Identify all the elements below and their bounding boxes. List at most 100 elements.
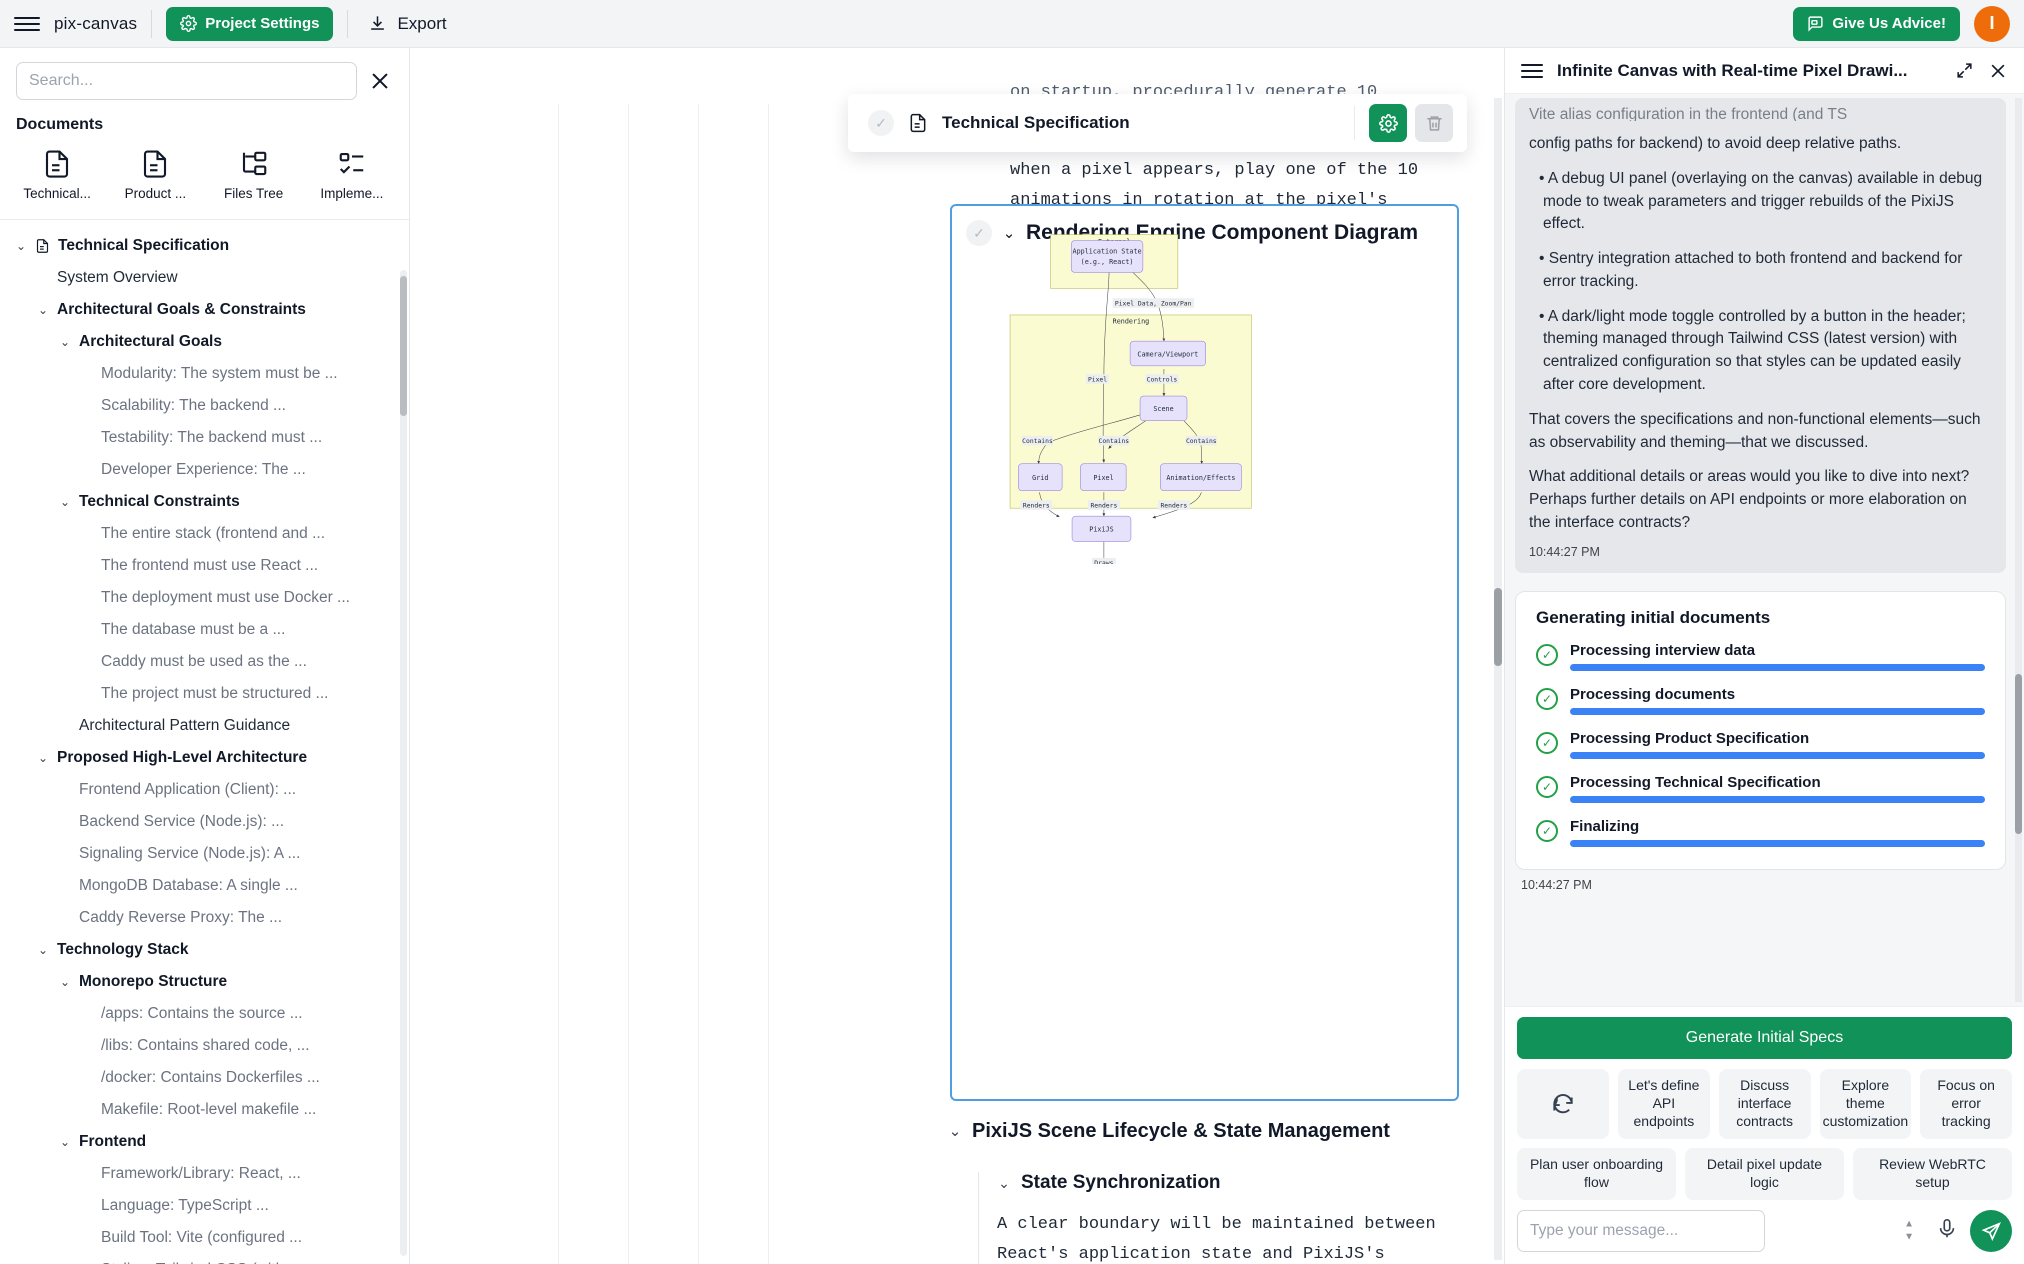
chat-scrollbar-track[interactable]	[2015, 98, 2022, 1003]
tree-item-label: Testability: The backend must ...	[101, 429, 323, 446]
generate-initial-specs-button[interactable]: Generate Initial Specs	[1517, 1017, 2012, 1060]
suggestion-chip[interactable]: Plan user onboarding flow	[1517, 1148, 1676, 1200]
section-heading-row[interactable]: ⌄ State Synchronization	[997, 1172, 1459, 1194]
tree-item[interactable]: Language: TypeScript ...	[0, 1190, 409, 1222]
diagram-block[interactable]: ✓ ⌄ Rendering Engine Component Diagram E…	[950, 204, 1459, 1101]
doc-tile-product[interactable]: Product ...	[106, 142, 204, 207]
document-scrollbar-thumb[interactable]	[1494, 588, 1502, 666]
tree-item[interactable]: ⌄Proposed High-Level Architecture	[0, 742, 409, 774]
chevron-down-icon[interactable]: ⌄	[1002, 224, 1016, 242]
tree-item[interactable]: Testability: The backend must ...	[0, 422, 409, 454]
tree-item[interactable]: Developer Experience: The ...	[0, 454, 409, 486]
chevron-down-icon[interactable]: ⌄	[37, 303, 49, 317]
avatar[interactable]: I	[1974, 5, 2010, 42]
project-settings-label: Project Settings	[205, 15, 320, 32]
document-icon	[910, 113, 926, 133]
tree-item[interactable]: ⌄Frontend	[0, 1126, 409, 1158]
sidebar-scrollbar-track[interactable]	[400, 270, 407, 1256]
microphone-icon[interactable]	[1936, 1218, 1958, 1245]
suggestion-chip[interactable]: Discuss interface contracts	[1718, 1069, 1811, 1140]
chat-footer: Generate Initial Specs Let's define API …	[1505, 1006, 2024, 1264]
tree-item[interactable]: ⌄Technical Specification	[0, 230, 409, 262]
tree-item-label: Makefile: Root-level makefile ...	[101, 1101, 317, 1118]
refresh-suggestions-button[interactable]	[1517, 1069, 1609, 1140]
tree-item[interactable]: System Overview	[0, 262, 409, 294]
document-title: Technical Specification	[942, 113, 1130, 132]
tree-item[interactable]: The entire stack (frontend and ...	[0, 518, 409, 550]
section-heading-row[interactable]: ⌄ PixiJS Scene Lifecycle & State Managem…	[948, 1120, 1459, 1143]
chevron-down-icon[interactable]: ⌄	[998, 1175, 1010, 1191]
check-icon[interactable]: ✓	[966, 220, 992, 246]
tree-item[interactable]: Build Tool: Vite (configured ...	[0, 1222, 409, 1254]
tree-item[interactable]: Styling: Tailwind CSS (with	[0, 1254, 409, 1264]
tree-item[interactable]: /apps: Contains the source ...	[0, 998, 409, 1030]
tree-item[interactable]: /libs: Contains shared code, ...	[0, 1030, 409, 1062]
tree-item[interactable]: The project must be structured ...	[0, 678, 409, 710]
give-us-advice-button[interactable]: Give Us Advice!	[1793, 6, 1960, 41]
tree-item[interactable]: Signaling Service (Node.js): A ...	[0, 838, 409, 870]
suggestion-chip[interactable]: Detail pixel update logic	[1685, 1148, 1844, 1200]
menu-icon[interactable]	[14, 11, 40, 37]
chat-input[interactable]	[1517, 1210, 1765, 1252]
tree-item[interactable]: MongoDB Database: A single ...	[0, 870, 409, 902]
chevron-down-icon[interactable]: ⌄	[948, 1123, 962, 1140]
export-button[interactable]: Export	[362, 7, 452, 41]
resize-stepper-icon[interactable]: ▲▼	[1904, 1218, 1914, 1243]
suggestion-chip[interactable]: Let's define API endpoints	[1618, 1069, 1710, 1140]
chevron-down-icon[interactable]: ⌄	[37, 943, 49, 957]
expand-icon[interactable]	[1955, 61, 1974, 80]
toolbar-divider	[151, 9, 153, 38]
document-delete-button[interactable]	[1415, 104, 1453, 142]
tree-item[interactable]: ⌄Technology Stack	[0, 934, 409, 966]
tree-item[interactable]: Scalability: The backend ...	[0, 390, 409, 422]
tree-item[interactable]: ⌄Monorepo Structure	[0, 966, 409, 998]
doc-tile-technical[interactable]: Technical...	[8, 142, 106, 207]
doc-tile-implementation[interactable]: Impleme...	[303, 142, 401, 207]
chat-menu-icon[interactable]	[1521, 58, 1543, 84]
tree-item-label: Modularity: The system must be ...	[101, 365, 338, 382]
document-scrollbar-track[interactable]	[1494, 98, 1502, 1260]
tree-item[interactable]: /docker: Contains Dockerfiles ...	[0, 1062, 409, 1094]
close-icon[interactable]	[1988, 61, 2008, 81]
chat-messages[interactable]: Vite alias configuration in the frontend…	[1505, 94, 2024, 1007]
close-icon[interactable]	[367, 68, 393, 94]
tree-item[interactable]: Frontend Application (Client): ...	[0, 774, 409, 806]
tree-item[interactable]: ⌄Architectural Goals & Constraints	[0, 294, 409, 326]
tree-item[interactable]: Makefile: Root-level makefile ...	[0, 1094, 409, 1126]
progress-card: Generating initial documents ✓Processing…	[1515, 591, 2006, 871]
check-icon[interactable]: ✓	[868, 110, 894, 136]
chevron-down-icon[interactable]: ⌄	[59, 335, 71, 349]
tree-item-label: Backend Service (Node.js): ...	[79, 813, 285, 830]
send-button[interactable]	[1970, 1210, 2012, 1252]
tree-item[interactable]: ⌄Architectural Goals	[0, 326, 409, 358]
document-settings-button[interactable]	[1369, 104, 1407, 142]
chevron-down-icon[interactable]: ⌄	[59, 495, 71, 509]
tree-item[interactable]: ⌄Technical Constraints	[0, 486, 409, 518]
suggestion-chip[interactable]: Focus on error tracking	[1920, 1069, 2012, 1140]
project-settings-button[interactable]: Project Settings	[166, 6, 334, 41]
search-input[interactable]	[16, 62, 357, 100]
tree-item[interactable]: Backend Service (Node.js): ...	[0, 806, 409, 838]
tree-item[interactable]: Architectural Pattern Guidance	[0, 710, 409, 742]
suggestion-chip[interactable]: Review WebRTC setup	[1853, 1148, 2012, 1200]
suggestion-chip[interactable]: Explore theme customization	[1819, 1069, 1912, 1140]
tree-item[interactable]: The frontend must use React ...	[0, 550, 409, 582]
tree-item-label: System Overview	[57, 269, 178, 286]
chevron-down-icon[interactable]: ⌄	[59, 1135, 71, 1149]
chevron-down-icon[interactable]: ⌄	[59, 975, 71, 989]
doc-tile-files-tree[interactable]: Files Tree	[205, 142, 303, 207]
chevron-down-icon[interactable]: ⌄	[37, 751, 49, 765]
chevron-down-icon[interactable]: ⌄	[15, 239, 27, 253]
tree-item[interactable]: Framework/Library: React, ...	[0, 1158, 409, 1190]
chat-scrollbar-thumb[interactable]	[2015, 674, 2022, 834]
tree-item[interactable]: The deployment must use Docker ...	[0, 582, 409, 614]
tree-item[interactable]: Caddy must be used as the ...	[0, 646, 409, 678]
tree-item[interactable]: Caddy Reverse Proxy: The ...	[0, 902, 409, 934]
tree-item[interactable]: The database must be a ...	[0, 614, 409, 646]
sidebar-scrollbar-thumb[interactable]	[400, 276, 407, 416]
svg-text:Rendering: Rendering	[1113, 318, 1150, 326]
suggestion-row-1: Let's define API endpoints Discuss inter…	[1517, 1069, 2012, 1140]
tree-item[interactable]: Modularity: The system must be ...	[0, 358, 409, 390]
checklist-icon	[339, 152, 364, 174]
